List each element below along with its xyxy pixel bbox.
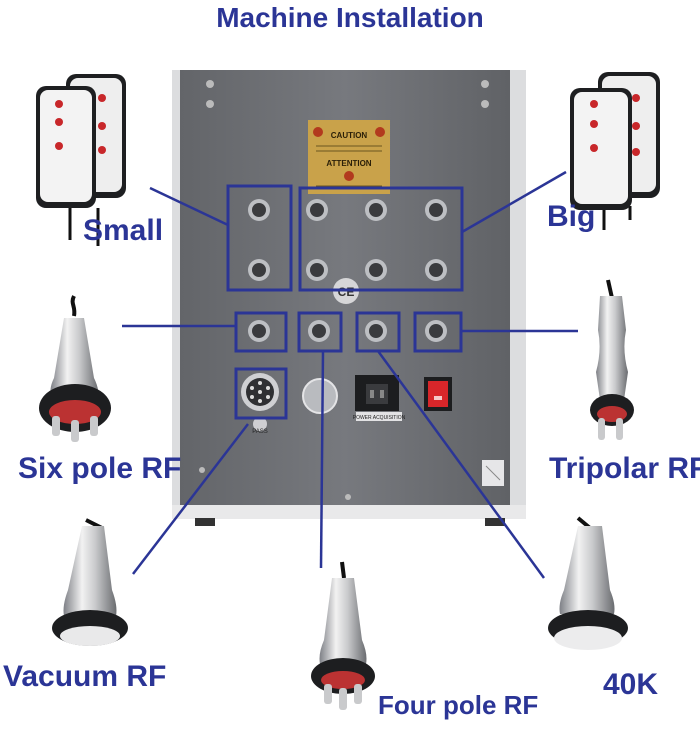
power-label: POWER ACQUISITION [353, 415, 406, 421]
connector [365, 320, 387, 342]
label-six-pole-rf: Six pole RF [18, 452, 182, 485]
caution-text: CAUTION [331, 131, 368, 140]
attention-text: ATTENTION [326, 159, 371, 168]
connector [425, 199, 447, 221]
connector [365, 259, 387, 281]
page-title: Machine Installation [216, 2, 484, 33]
handpiece-connectors [248, 320, 447, 342]
leader-lines [122, 170, 578, 579]
connector [306, 259, 328, 281]
label-big: Big [547, 200, 596, 233]
ce-text: CE [338, 285, 355, 299]
power-socket: POWER ACQUISITION [353, 375, 406, 421]
forty-k-handpiece [548, 516, 628, 650]
six-pole-box [234, 311, 288, 353]
connector [306, 199, 328, 221]
small-pad-box [226, 184, 293, 292]
label-vacuum-rf: Vacuum RF [3, 660, 167, 693]
connector [248, 199, 270, 221]
vacuum-box [234, 367, 288, 420]
pad-connectors [248, 199, 447, 281]
multi-pin-socket: PASS [241, 373, 279, 435]
caution-sticker: CAUTION ATTENTION [308, 120, 390, 194]
connector [425, 259, 447, 281]
connector [248, 320, 270, 342]
power-switch [424, 377, 452, 411]
label-40k: 40K [603, 668, 659, 701]
big-pad-electrodes [570, 72, 660, 230]
pass-text: PASS [252, 429, 268, 435]
small-pad-electrodes [36, 74, 126, 246]
connector [308, 320, 330, 342]
tripolar-rf-handpiece [590, 279, 634, 440]
serial-sticker [482, 460, 504, 486]
round-plate [302, 378, 338, 414]
connector [365, 199, 387, 221]
big-pad-box [298, 186, 464, 292]
label-tripolar-rf: Tripolar RF [549, 452, 700, 485]
connector [425, 320, 447, 342]
six-pole-rf-handpiece [39, 295, 111, 442]
four-pole-rf-handpiece [311, 561, 375, 710]
label-four-pole-rf: Four pole RF [378, 690, 539, 720]
four-pole-box [297, 311, 343, 353]
vacuum-rf-handpiece [52, 518, 128, 646]
label-small: Small [83, 214, 164, 247]
connector [248, 259, 270, 281]
